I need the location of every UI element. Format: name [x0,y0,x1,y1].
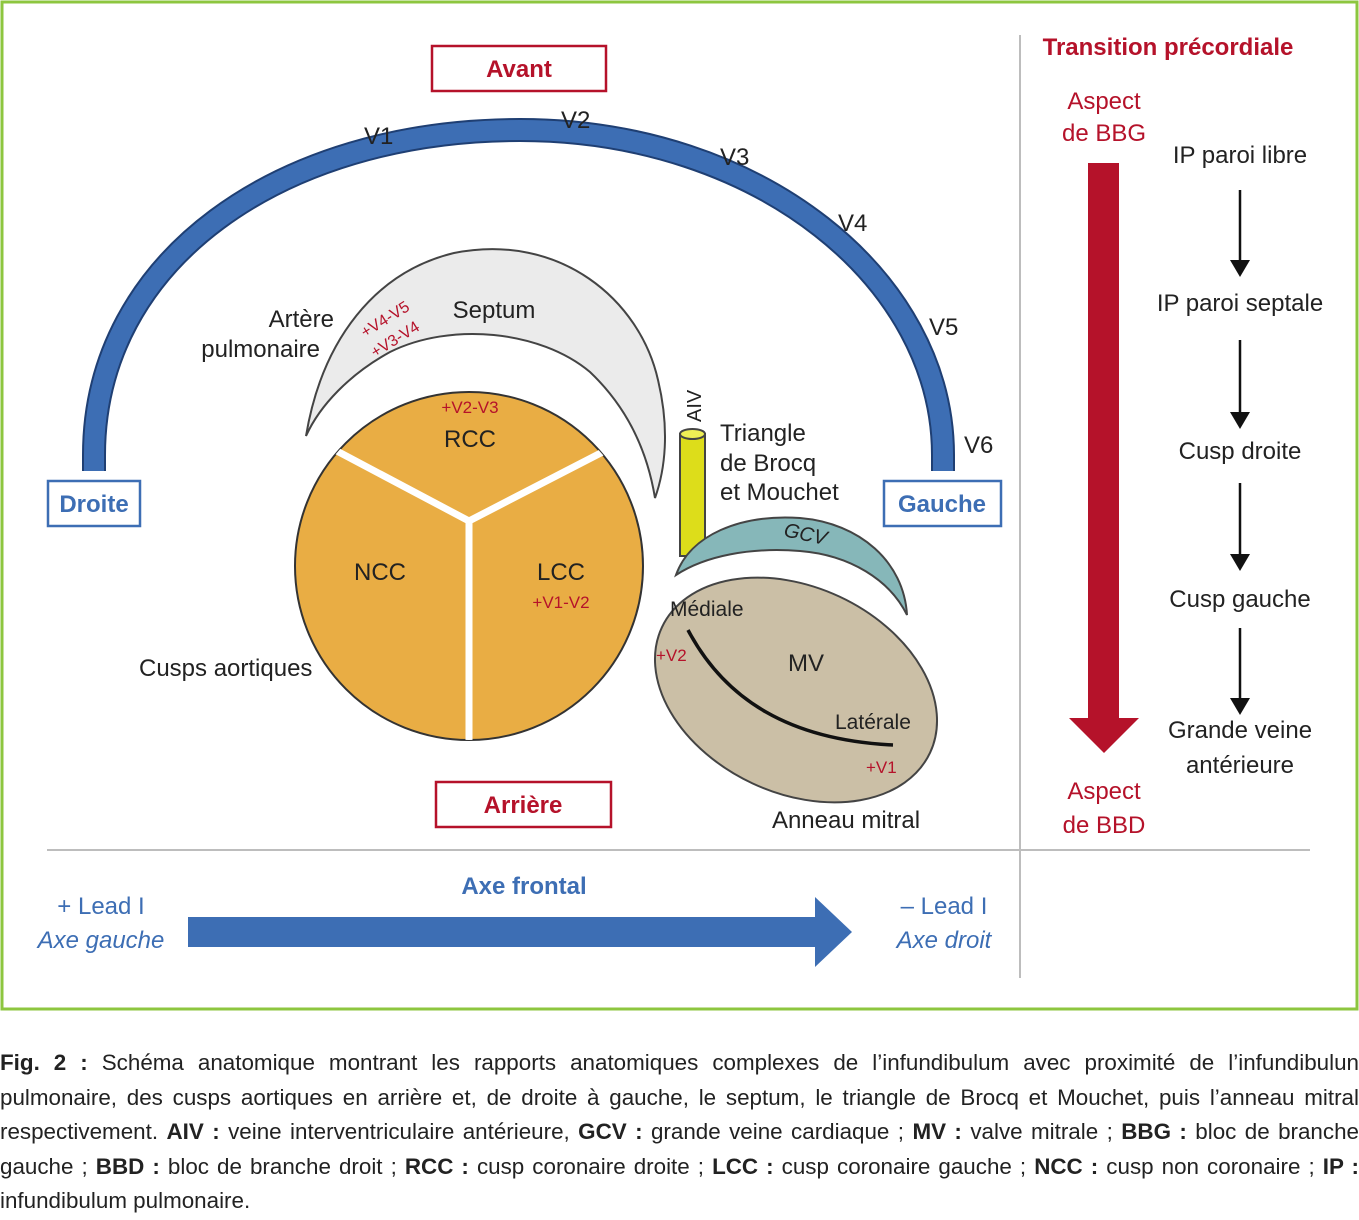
mediale-label: Médiale [670,598,744,621]
arriere-label: Arrière [484,792,563,819]
lcc-label: LCC [537,559,585,586]
caption-gcv-def: grande veine cardiaque ; [642,1119,913,1145]
sidebar-top-line1: Aspect [1067,88,1141,115]
lead-label-v3: V3 [720,144,749,171]
mv-mark-v2: +V2 [656,646,687,665]
anneau-mitral-label: Anneau mitral [772,807,920,834]
septum-label: Septum [453,297,536,324]
caption-mv-def: valve mitrale ; [961,1119,1122,1145]
lead-label-v1: V1 [364,123,393,150]
arriere-box [434,780,613,829]
caption-rcc-def: cusp coronaire droite ; [468,1153,713,1179]
droite-label: Droite [59,491,128,518]
lead-label-v4: V4 [838,210,867,237]
avant-label: Avant [486,56,552,83]
artere-label-line1: Artère [269,306,334,333]
step-ip-paroi-septale: IP paroi septale [1157,290,1323,317]
axis-arrow [188,897,852,967]
caption-aiv-abbr: AIV : [166,1119,220,1145]
caption-bbg-def: bloc de branche gauche ; [0,1119,1359,1179]
lead-label-v5: V5 [929,314,958,341]
rcc-label: RCC [444,426,496,453]
lcc-mark: +V1-V2 [532,593,589,612]
step-cusp-gauche: Cusp gauche [1169,586,1310,613]
axis-title: Axe frontal [461,873,586,900]
gauche-label: Gauche [898,491,986,518]
mitral-annulus [653,576,939,804]
triangle-label-line3: et Mouchet [720,479,839,506]
caption-ncc-abbr: NCC : [1034,1153,1099,1179]
axis-left-line1: + Lead I [57,893,144,920]
triangle-label-line1: Triangle [720,420,806,447]
figure-caption: Fig. 2 : Schéma anatomique montrant les … [0,1046,1359,1219]
caption-intro: Schéma anatomique montrant les rapports … [0,1050,1359,1145]
rcc-mark: +V2-V3 [441,398,498,417]
caption-rcc-abbr: RCC : [404,1153,469,1179]
gauche-box [882,479,1003,528]
sidebar-title: Transition précordiale [1043,34,1294,61]
gcv-vessel [674,516,908,616]
artere-label-line2: pulmonaire [201,336,320,363]
caption-bbd-abbr: BBD : [95,1153,160,1179]
sidebar-top-line2: de BBG [1062,120,1146,147]
aortic-valve [287,384,651,748]
mitral-coaptation-line [686,629,894,747]
caption-lcc-def: cusp coronaire gauche ; [773,1153,1035,1179]
septum-shape [305,248,667,499]
sidebar-bottom-line1: Aspect [1067,778,1141,805]
axis-left-line2: Axe gauche [36,927,165,954]
caption-bbg-abbr: BBG : [1121,1119,1187,1145]
ncc-label: NCC [354,559,406,586]
cusp-divider-rcc-lcc [465,437,628,525]
step-cusp-droite: Cusp droite [1179,438,1302,465]
caption-gcv-abbr: GCV : [578,1119,643,1145]
caption-bbd-def: bloc de branche droit ; [159,1153,405,1179]
caption-ncc-def: cusp non coronaire ; [1098,1153,1323,1179]
caption-ip-def: infundibulum pulmonaire. [0,1188,251,1214]
triangle-label-line2: de Brocq [720,450,816,477]
transition-arrow [1069,163,1139,753]
caption-ip-abbr: IP : [1322,1153,1359,1179]
sidebar-bottom-line2: de BBD [1063,812,1146,839]
mv-label: MV [788,650,824,677]
caption-mv-abbr: MV : [912,1119,962,1145]
step-grande-veine-line2: antérieure [1186,752,1294,779]
mv-mark-v1: +V1 [866,758,897,777]
caption-aiv-def: veine interventriculaire antérieure, [219,1119,579,1145]
step-arrows [1230,190,1250,715]
anatomical-figure: V1 V2 V3 V4 V5 V6 Avant Arrière Droite G… [0,0,1359,1011]
axis-right-line2: Axe droit [895,927,993,954]
figure-canvas: V1 V2 V3 V4 V5 V6 Avant Arrière Droite G… [0,0,1359,1011]
droite-box [46,479,142,528]
lead-label-v2: V2 [561,107,590,134]
laterale-label: Latérale [835,711,911,734]
caption-fig-label: Fig. 2 : [0,1050,88,1075]
lead-label-v6: V6 [964,432,993,459]
aiv-label: AIV [684,389,706,422]
axis-right-line1: – Lead I [901,893,988,920]
avant-box [430,44,608,93]
step-ip-paroi-libre: IP paroi libre [1173,142,1307,169]
step-grande-veine-line1: Grande veine [1168,717,1312,744]
cusps-aortiques-label: Cusps aortiques [139,655,312,682]
cusp-divider-ncc-rcc [314,437,473,525]
aiv-vessel [679,428,706,557]
caption-lcc-abbr: LCC : [712,1153,774,1179]
